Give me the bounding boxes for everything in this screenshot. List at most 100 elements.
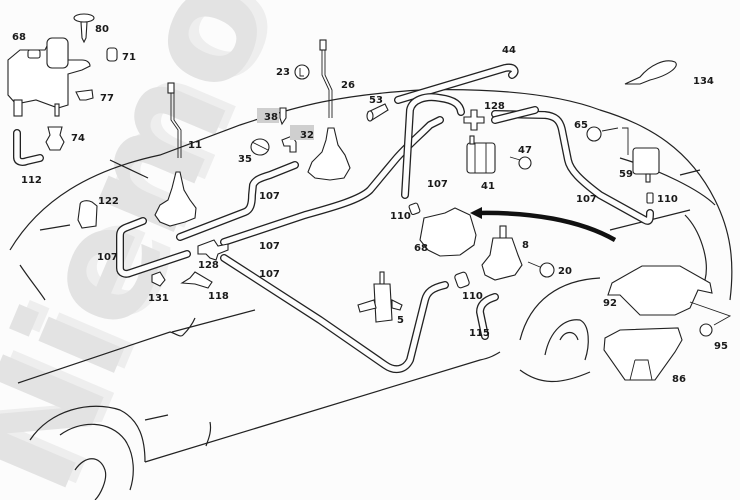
part-110-lower: [454, 271, 470, 289]
wheel-arc: [74, 458, 107, 500]
part-actuator-upper: [307, 127, 351, 181]
callout-38[interactable]: 38: [264, 112, 278, 123]
callout-134[interactable]: 134: [693, 76, 714, 87]
callout-122[interactable]: 122: [98, 196, 119, 207]
part-122-clip: [77, 200, 98, 229]
callout-80[interactable]: 80: [95, 24, 109, 35]
part-47-screw: [509, 156, 532, 170]
hose-107-left: [116, 217, 191, 278]
callout-32[interactable]: 32: [300, 130, 314, 141]
body-line: [205, 421, 212, 447]
sill-line: [144, 351, 501, 463]
callout-38-highlight: [257, 108, 279, 123]
callout-41[interactable]: 41: [481, 181, 495, 192]
wheel-arch-rear: [519, 277, 601, 341]
callout-86[interactable]: 86: [672, 374, 686, 385]
part-128-lower-cross: [197, 239, 229, 261]
callout-23[interactable]: 23: [276, 67, 290, 78]
part-53-plug: [366, 103, 389, 122]
callout-74[interactable]: 74: [71, 133, 85, 144]
hose-107-upper-left: [176, 161, 299, 241]
hose-107-long-diagonal: [220, 254, 449, 374]
callout-112[interactable]: 112: [21, 175, 42, 186]
part-41-actuator: [466, 135, 496, 174]
callout-77[interactable]: 77: [100, 93, 114, 104]
callout-107-diagonal[interactable]: 107: [259, 269, 280, 280]
hose-44: [394, 63, 519, 104]
callout-32-highlight: [290, 125, 314, 140]
callout-107-center[interactable]: 107: [427, 179, 448, 190]
wheel-arc: [544, 319, 589, 361]
part-26-rod: [319, 39, 333, 118]
callout-26[interactable]: 26: [341, 80, 355, 91]
part-80-screw: [73, 13, 95, 44]
callout-53[interactable]: 53: [369, 95, 383, 106]
roof-line: [9, 89, 733, 301]
callout-8[interactable]: 8: [522, 240, 529, 251]
part-71-mount: [106, 47, 118, 62]
body-line: [39, 224, 71, 231]
callout-110-center[interactable]: 110: [390, 211, 411, 222]
car-body-outline: [9, 89, 733, 500]
callout-labels: 68 80 71 77 74 112 11 122 23 26 38 32 35…: [12, 24, 728, 385]
part-20-screw: [527, 261, 555, 278]
callout-128-lower[interactable]: 128: [198, 260, 219, 271]
body-line: [109, 159, 149, 179]
part-8-actuator: [481, 225, 523, 281]
watermark: Niemoeller Niemoeller: [0, 0, 462, 500]
part-65-screw: [586, 126, 629, 155]
callout-20[interactable]: 20: [558, 266, 572, 277]
callout-65[interactable]: 65: [574, 120, 588, 131]
part-5-valve: [357, 271, 403, 323]
callout-5[interactable]: 5: [397, 315, 404, 326]
part-95-screw: [689, 301, 732, 337]
part-38-clip: [279, 107, 287, 126]
hose-107-right: [491, 110, 654, 225]
callout-47[interactable]: 47: [518, 145, 532, 156]
callout-110-lower[interactable]: 110: [462, 291, 483, 302]
callout-107-rear[interactable]: 107: [576, 194, 597, 205]
part-128-upper-cross: [463, 109, 485, 131]
wheel-arch-front: [29, 405, 146, 463]
callout-107-left[interactable]: 107: [97, 252, 118, 263]
part-23-cap: [294, 64, 310, 80]
part-77-clip: [75, 89, 94, 101]
wheel-arc: [519, 369, 591, 383]
hose-107-center: [220, 93, 465, 246]
callout-11[interactable]: 11: [188, 140, 202, 151]
arrow-head-icon: [470, 207, 482, 219]
callout-118[interactable]: 118: [208, 291, 229, 302]
part-35-retainer: [250, 138, 270, 156]
part-134-cable-tie: [624, 60, 677, 85]
part-actuator-left: [154, 171, 197, 227]
hoses: [13, 63, 654, 374]
callout-35[interactable]: 35: [238, 154, 252, 165]
callout-92[interactable]: 92: [603, 298, 617, 309]
hose-115: [476, 293, 499, 340]
part-131-clips: [151, 271, 166, 287]
callout-107-upper-left[interactable]: 107: [259, 191, 280, 202]
part-110-center: [408, 202, 421, 216]
part-86-insulation: [603, 327, 683, 381]
callout-128-upper[interactable]: 128: [484, 101, 505, 112]
callout-115[interactable]: 115: [469, 328, 490, 339]
callout-71[interactable]: 71: [122, 52, 136, 63]
callout-131[interactable]: 131: [148, 293, 169, 304]
callout-59[interactable]: 59: [619, 169, 633, 180]
callout-44[interactable]: 44: [502, 45, 516, 56]
callout-110-rear[interactable]: 110: [657, 194, 678, 205]
hose-128-right-stub: [491, 106, 539, 124]
hose-112: [13, 129, 44, 166]
part-110-rear: [646, 192, 654, 204]
body-line: [19, 264, 46, 301]
body-line: [144, 414, 169, 421]
callout-107-middle[interactable]: 107: [259, 241, 280, 252]
callout-95[interactable]: 95: [714, 341, 728, 352]
callout-68-center[interactable]: 68: [414, 243, 428, 254]
callout-68[interactable]: 68: [12, 32, 26, 43]
body-line: [684, 214, 707, 281]
part-11-rod: [167, 82, 182, 158]
door-line: [17, 309, 256, 384]
